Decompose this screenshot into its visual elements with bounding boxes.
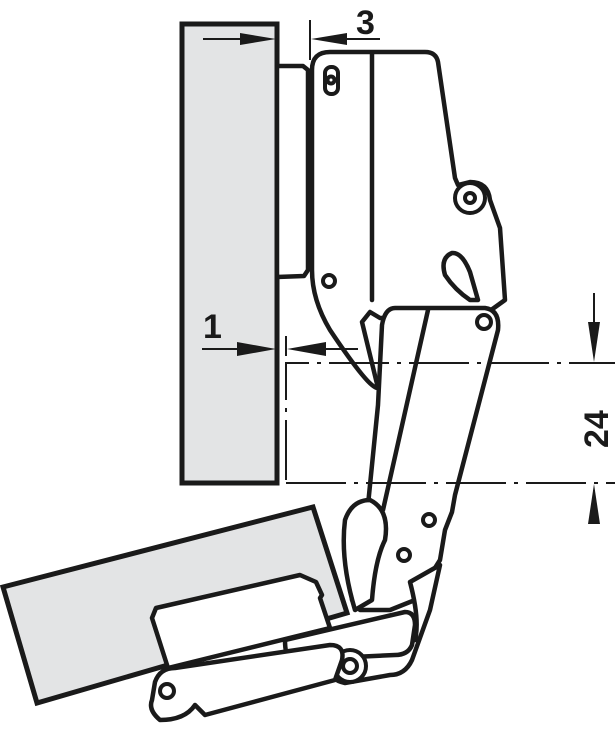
link-hole-2	[396, 547, 412, 563]
screw-hole	[321, 273, 337, 289]
arrow-right-icon	[237, 342, 276, 356]
linkage-arm-line	[380, 307, 431, 513]
arrow-down-icon	[588, 322, 600, 362]
dim-label-side: 1	[203, 308, 222, 346]
mounting-plate	[274, 63, 311, 280]
pivot-upper-center	[463, 191, 477, 205]
dim-label-top: 3	[356, 4, 375, 42]
elbow-lobe	[341, 497, 389, 613]
cabinet-side-panel	[179, 21, 280, 486]
bottom-link	[148, 642, 345, 723]
link-hole-1	[421, 512, 437, 528]
slot-inner-icon	[325, 74, 337, 86]
arrow-left-icon	[287, 342, 326, 356]
pivot-middle	[475, 313, 493, 331]
hinge-cup	[149, 572, 333, 671]
dim-label-vertical: 24	[578, 410, 615, 448]
reference-line-upper	[285, 362, 615, 480]
arrow-left-icon	[311, 33, 347, 45]
arrow-up-icon	[588, 484, 600, 524]
pivot-main-inner	[341, 657, 359, 675]
spring-bump	[441, 250, 481, 303]
bottom-pivot	[158, 682, 176, 700]
arrow-right-icon	[240, 33, 276, 45]
